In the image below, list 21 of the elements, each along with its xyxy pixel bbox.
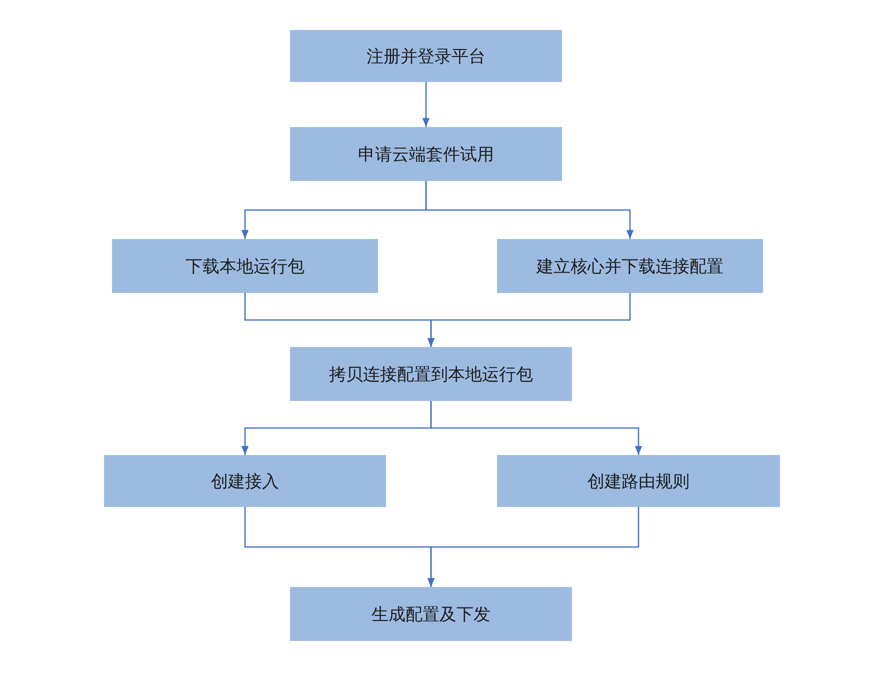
connector-arrow (425, 181, 634, 239)
box-label: 下载本地运行包 (186, 256, 304, 278)
box-label: 建立核心并下载连接配置 (536, 256, 724, 278)
box-label: 创建路由规则 (588, 470, 690, 492)
process-box (290, 587, 572, 641)
connector-arrow (430, 401, 642, 455)
process-box (104, 455, 386, 507)
process-box (497, 239, 763, 293)
box-label: 拷贝连接配置到本地运行包 (329, 364, 533, 386)
process-box (290, 347, 572, 401)
connector-arrow (427, 293, 631, 347)
connector-arrow (427, 507, 640, 587)
box-label: 注册并登录平台 (366, 46, 486, 68)
connector-arrow (422, 82, 430, 127)
process-box (290, 127, 562, 181)
box-label: 创建接入 (211, 470, 279, 492)
process-box (497, 455, 780, 507)
process-box (112, 239, 378, 293)
box-label: 生成配置及下发 (372, 604, 490, 626)
box-label: 申请云端套件试用 (358, 144, 494, 166)
process-box (290, 30, 562, 82)
